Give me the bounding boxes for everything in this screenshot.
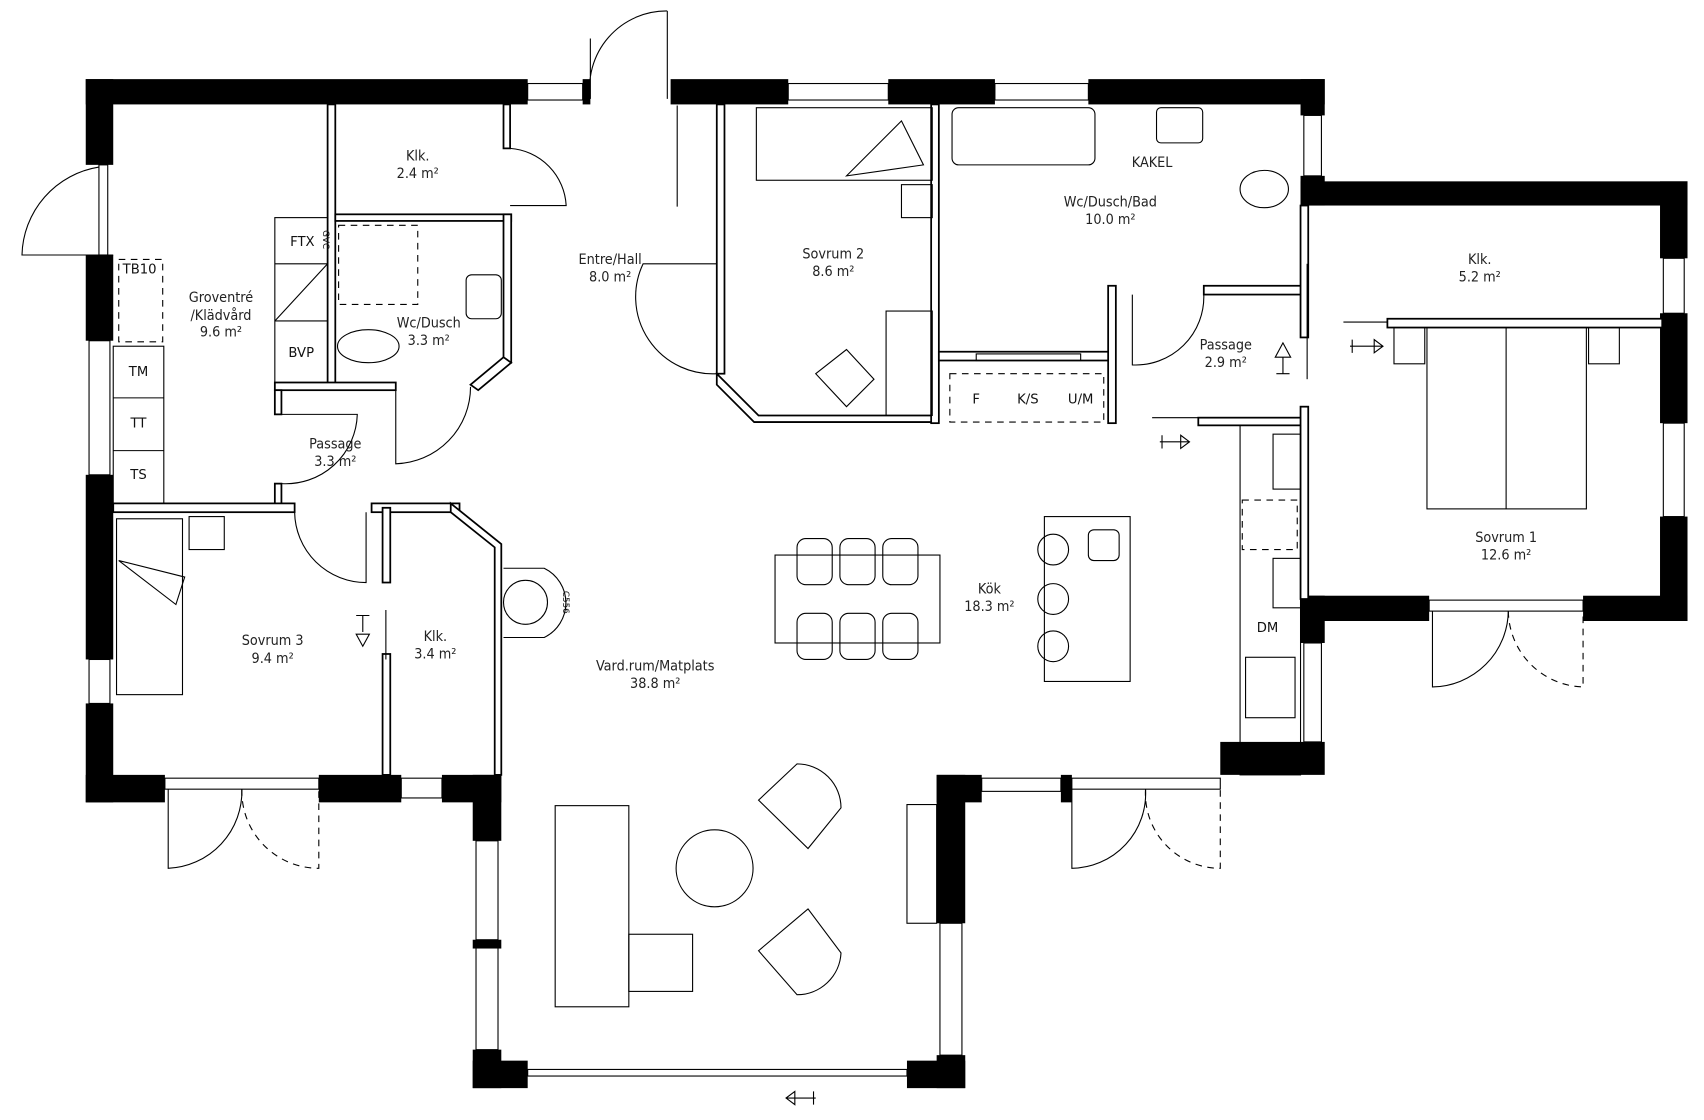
room-area: 10.0 m² <box>1085 212 1135 228</box>
room-name: /Klädvård <box>190 307 251 324</box>
room-area: 9.6 m² <box>200 324 242 340</box>
room-name: Vard.rum/Matplats <box>596 658 715 674</box>
interior-walls <box>112 103 1664 776</box>
room-area: 5.2 m² <box>1459 269 1501 285</box>
ks-label: K/S <box>1017 392 1038 407</box>
room-note: KAKEL <box>1132 155 1174 171</box>
room-name: Klk. <box>424 629 448 645</box>
room-name: Sovrum 3 <box>242 633 304 649</box>
room-name: Sovrum 1 <box>1475 530 1537 546</box>
um-label: U/M <box>1068 392 1093 407</box>
fixture-labels: FTX GVC BVP TB10 TM TT TS F K/S U/M DM C… <box>122 230 1279 636</box>
arrow-icon <box>1350 338 1384 354</box>
room-area: 8.6 m² <box>812 264 854 280</box>
furniture <box>112 105 1620 1008</box>
room-name: Sovrum 2 <box>802 246 864 262</box>
exterior-walls <box>85 79 1688 1089</box>
gvc-label: GVC <box>320 230 330 249</box>
tb10-label: TB10 <box>122 263 157 278</box>
doors <box>21 10 1584 869</box>
arrow-icon <box>1274 341 1292 375</box>
room-area: 3.4 m² <box>414 646 456 662</box>
room-area: 38.8 m² <box>630 676 680 692</box>
room-name: Wc/Dusch <box>397 316 461 332</box>
room-name: Klk. <box>406 148 430 164</box>
room-area: 2.9 m² <box>1205 355 1247 371</box>
room-area: 3.3 m² <box>314 454 356 470</box>
bvp-label: BVP <box>288 346 314 361</box>
room-area: 18.3 m² <box>964 599 1014 615</box>
room-name: Passage <box>1200 338 1252 354</box>
fridge-label: F <box>972 392 980 407</box>
slide-arrows <box>355 338 1384 1106</box>
ftx-label: FTX <box>290 235 314 250</box>
stove-label: C556 <box>560 591 570 614</box>
room-area: 8.0 m² <box>589 269 631 285</box>
tm-label: TM <box>128 365 148 380</box>
room-area: 9.4 m² <box>252 651 294 667</box>
room-area: 3.3 m² <box>408 333 450 349</box>
arrow-icon <box>785 1090 816 1106</box>
arrow-icon <box>1159 434 1191 450</box>
dishwasher-label: DM <box>1257 621 1279 636</box>
room-name: Passage <box>309 436 361 452</box>
tt-label: TT <box>130 417 148 432</box>
room-area: 12.6 m² <box>1481 547 1531 563</box>
room-area: 2.4 m² <box>397 166 439 182</box>
room-name: Kök <box>978 582 1002 598</box>
room-name: Entre/Hall <box>579 252 642 268</box>
room-name: Wc/Dusch/Bad <box>1064 195 1157 211</box>
room-name: Groventré <box>189 290 253 306</box>
room-labels: Groventré /Klädvård 9.6 m² Klk. 2.4 m² W… <box>189 148 1537 692</box>
ts-label: TS <box>129 468 146 483</box>
room-name: Klk. <box>1468 252 1492 268</box>
arrow-icon <box>355 614 371 648</box>
